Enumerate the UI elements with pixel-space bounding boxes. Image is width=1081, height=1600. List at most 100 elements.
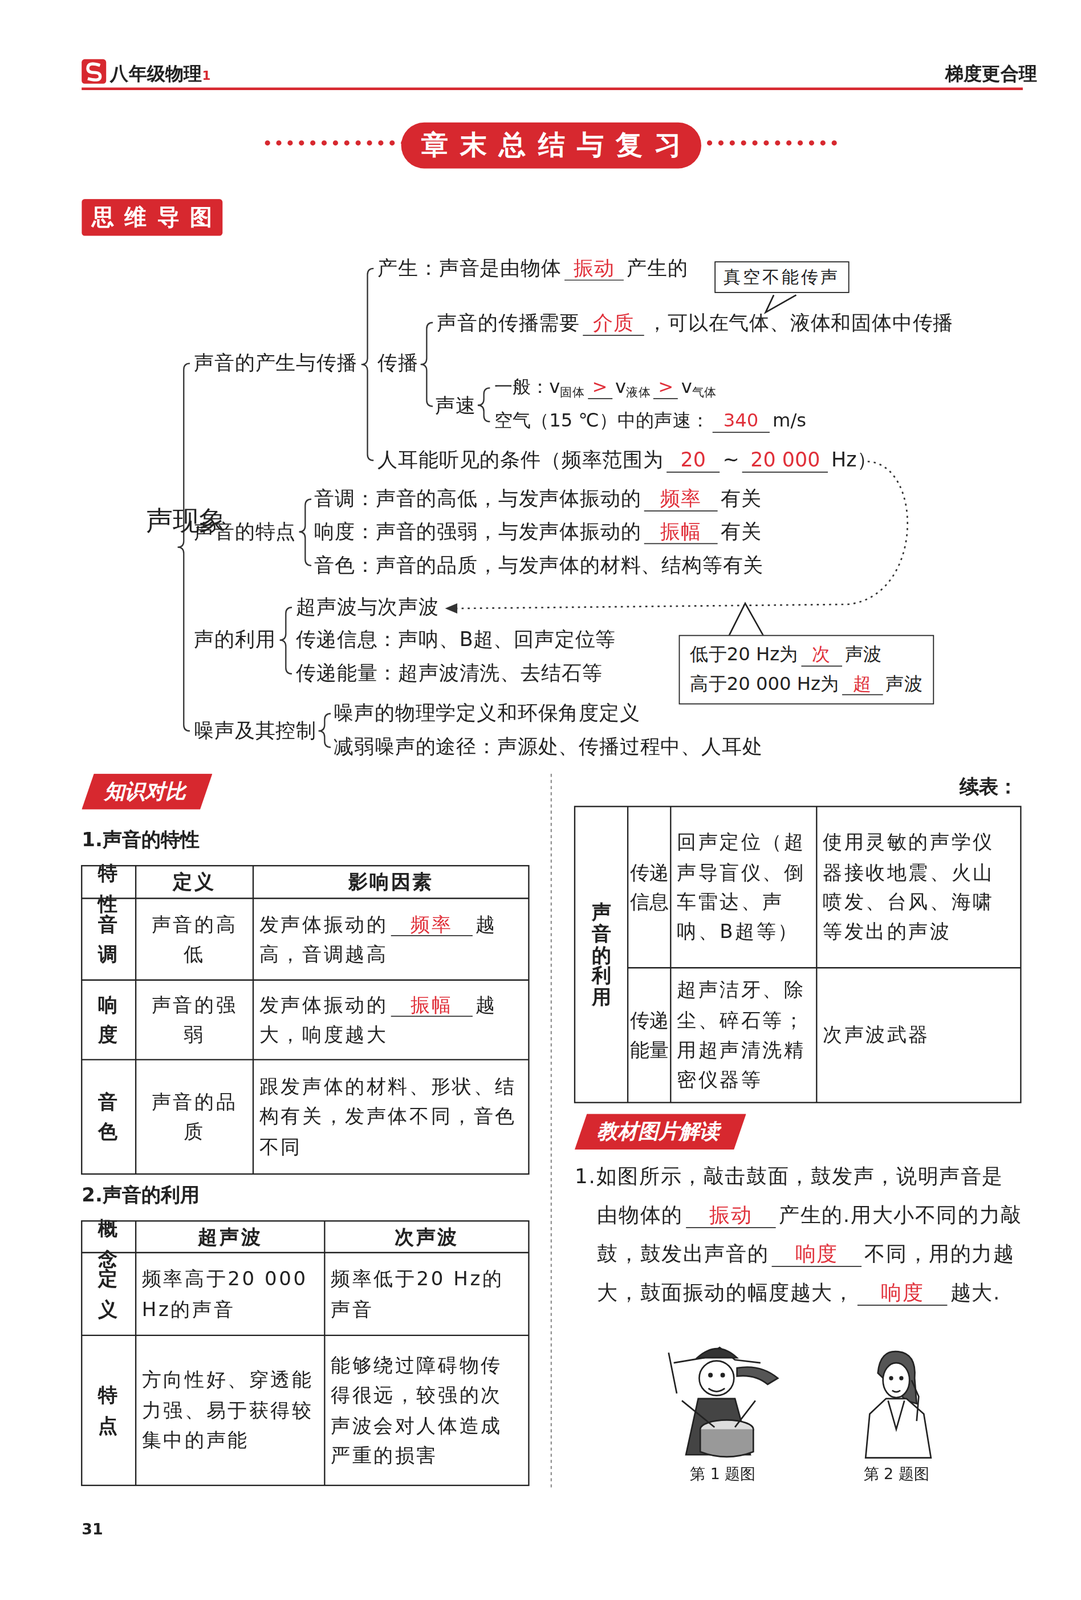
label-text: ，可以在气体、液体和固体中传播 xyxy=(647,311,954,335)
text-block: 传递信息：声呐、B超、回声定位等 xyxy=(295,628,616,652)
text-row: 八年级物理1 xyxy=(110,63,211,85)
label-text: v xyxy=(615,375,627,398)
cell-text: 影响因素 xyxy=(348,870,434,893)
table-cell: 频率低于20 Hz的声音 xyxy=(324,1252,529,1336)
node-text: 知识对比 xyxy=(104,778,186,804)
text-row: 超声波与次声波 xyxy=(295,596,440,620)
cell-text: 次声波 xyxy=(394,1224,459,1247)
text-block: 声音的强弱 xyxy=(141,989,247,1050)
text-block: 响度：声音的强弱，与发声体振动的振幅有关 xyxy=(314,520,762,545)
table-cell: 传递能量 xyxy=(627,967,671,1103)
node-text: 教材图片解读 xyxy=(596,1118,720,1144)
label-text: 有关 xyxy=(720,519,762,543)
text-row: 一般：v固体>v液体>v气体 xyxy=(494,376,717,401)
cell-text: 超声洁牙、除尘、碎石等；用超声清洗精密仪器等 xyxy=(676,977,806,1091)
text-block: 八年级物理1 xyxy=(110,63,211,85)
text-block: 响度 xyxy=(87,989,130,1050)
text-row: 1.如图所示，敲击鼓面，鼓发声，说明声音是由物体的振动产生的.用大小不同的力敲鼓… xyxy=(574,1156,1024,1312)
text-block: 频率低于20 Hz的声音 xyxy=(330,1264,523,1324)
text-block: 回声定位（超声导盲仪、倒车雷达、声呐、B超等） xyxy=(676,826,811,948)
cell-text: 声音的品质 xyxy=(151,1089,238,1143)
text-block: 使用灵敏的声学仪器接收地震、火山喷发、台风、海啸等发出的声波 xyxy=(822,826,1015,948)
answer-blank: 次 xyxy=(801,644,843,667)
text-row: 第 1 题图 xyxy=(689,1465,756,1484)
table-cell: 声音的高低 xyxy=(135,898,254,981)
text-block: 声现象 xyxy=(145,506,173,536)
cell-text: 音色 xyxy=(98,1089,120,1143)
text-row: 1.声音的特性 xyxy=(81,828,200,852)
label-text: 1.声音的特性 xyxy=(81,827,200,851)
text-row: 传递能量：超声波清洗、去结石等 xyxy=(295,662,603,686)
text-row: 声音的特点 xyxy=(193,520,296,544)
text-block: 特性 xyxy=(87,858,130,919)
label-text: 音色：声音的品质，与发声体的材料、结构等有关 xyxy=(314,553,764,577)
cell-text: 方向性好、穿透能力强、易于获得较集中的声能 xyxy=(141,1368,314,1452)
cell-text: 传递能量 xyxy=(630,1008,669,1061)
text-row: 音调：声音的高低，与发声体振动的频率有关 xyxy=(314,488,762,512)
text-block: 次声波 xyxy=(394,1221,459,1253)
answer-blank: 振幅 xyxy=(644,520,718,545)
table-grid xyxy=(81,806,1021,1486)
text-block: 超声波 xyxy=(197,1221,263,1253)
node-text: 真空不能传声 xyxy=(723,266,840,287)
node-text: 高于20 000 Hz为 xyxy=(689,672,839,694)
label-text: 有关 xyxy=(720,486,762,511)
text-row: 梯度更合理 xyxy=(945,63,1038,85)
label-text: 声的利用 xyxy=(193,627,276,652)
cell-text: 超声波 xyxy=(197,1224,263,1247)
subscript: 固体 xyxy=(559,384,585,400)
subscript: 液体 xyxy=(626,384,651,400)
text-block: 声音的产生与传播 xyxy=(193,352,357,376)
cell-text: 特点 xyxy=(98,1383,120,1436)
text-block: 频率高于20 000 Hz的声音 xyxy=(141,1264,319,1324)
label-text: 2.声音的利用 xyxy=(81,1183,200,1206)
label-text: 减弱噪声的途径：声源处、传播过程中、人耳处 xyxy=(333,734,763,759)
text-block: 超声洁牙、除尘、碎石等；用超声清洗精密仪器等 xyxy=(676,974,811,1096)
table-cell: 方向性好、穿透能力强、易于获得较集中的声能 xyxy=(135,1335,325,1486)
label-text: 越大. xyxy=(950,1279,1001,1305)
cell-text: 概念 xyxy=(98,1216,120,1270)
label-text: Hz） xyxy=(831,448,877,472)
label-text: 八年级物理 xyxy=(110,62,202,84)
table-cell: 传递信息 xyxy=(627,806,671,968)
table-cell: 声音的强弱 xyxy=(135,980,254,1060)
text-block: 音色 xyxy=(87,1086,130,1147)
logo-mark xyxy=(87,63,101,80)
text-row: 产生：声音是由物体振动产生的 xyxy=(377,257,688,282)
text-row: 声音的产生与传播 xyxy=(193,352,357,376)
title-dots xyxy=(698,140,837,146)
answer-blank: 340 xyxy=(712,410,770,433)
text-block: 第 2 题图 xyxy=(863,1465,930,1484)
label-text: 传递信息：声呐、B超、回声定位等 xyxy=(295,627,616,652)
woman-figure xyxy=(865,1351,932,1458)
table-cell: 特点 xyxy=(81,1335,136,1486)
text-block: 方向性好、穿透能力强、易于获得较集中的声能 xyxy=(141,1364,319,1456)
text-block: 31 xyxy=(81,1521,103,1539)
text-block: 特点 xyxy=(87,1380,130,1441)
section-banner: 教材图片解读 xyxy=(574,1113,747,1150)
cell-text: 音调 xyxy=(98,912,120,965)
answer-blank: 频率 xyxy=(391,913,473,937)
cell-text: 发声体振动的 xyxy=(259,992,389,1015)
table-cell: 定义 xyxy=(135,865,254,898)
text-row: 音色：声音的品质，与发声体的材料、结构等有关 xyxy=(314,554,764,577)
text-block: 声音的品质 xyxy=(141,1086,247,1147)
text-row: 续表： xyxy=(959,775,1018,799)
text-row: 减弱噪声的途径：声源处、传播过程中、人耳处 xyxy=(333,736,763,759)
answer-blank: 介质 xyxy=(582,312,644,337)
cell-text: 定义 xyxy=(98,1266,120,1320)
label-text: ~ xyxy=(722,448,740,472)
cell-text: 频率高于20 000 Hz的声音 xyxy=(141,1266,308,1320)
label-text: 1 xyxy=(201,68,211,83)
text-block: 噪声的物理学定义和环保角度定义 xyxy=(333,702,640,726)
answer-blank: 响度 xyxy=(771,1242,863,1267)
text-row: 声的利用 xyxy=(193,628,276,652)
text-block: 跟发声体的材料、形状、结构有关，发声体不同，音色不同 xyxy=(259,1071,523,1162)
node-text: 思维导图 xyxy=(91,204,223,230)
text-block: 传递能量：超声波清洗、去结石等 xyxy=(295,662,603,686)
label-text: 传播 xyxy=(377,351,419,375)
label-text: 声音的传播需要 xyxy=(436,311,580,335)
cell-text: 定义 xyxy=(172,870,216,893)
text-row: 2.声音的利用 xyxy=(81,1184,200,1207)
